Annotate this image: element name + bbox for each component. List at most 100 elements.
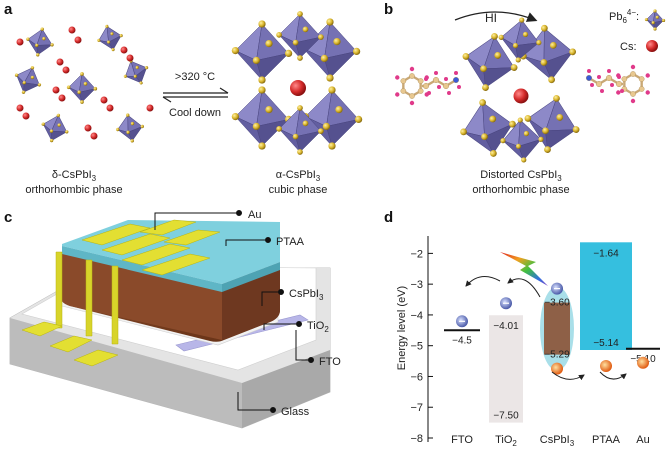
carbon-atom: [400, 88, 407, 94]
distorted-title: Distorted CsPbI3: [480, 169, 562, 183]
iodide-atom: [231, 46, 240, 55]
iodide-atom: [123, 74, 128, 78]
y-tick-label: −5: [410, 341, 423, 353]
y-tick-label: −3: [410, 279, 423, 291]
y-axis-ticks: −2−3−4−5−6−7−8: [410, 248, 433, 445]
iodide-atom: [302, 120, 309, 127]
hydrogen-atom: [597, 75, 601, 79]
hydrogen-atom: [616, 90, 621, 95]
iodide-atom: [258, 76, 266, 84]
category-label: FTO: [451, 434, 473, 446]
iodide-atom: [335, 105, 343, 114]
label-cspbi3: CsPbI3: [289, 288, 324, 302]
iodide-atom: [105, 24, 109, 29]
iodide-atom: [541, 24, 548, 32]
iodide-atom: [489, 115, 497, 123]
carbon-atom: [596, 80, 603, 87]
cesium-atom: [16, 104, 24, 112]
iodide-atom: [292, 133, 299, 140]
iodide-atom: [297, 105, 303, 111]
iodide-atom: [97, 38, 101, 42]
iodide-atom: [556, 114, 564, 121]
iodide-atom: [258, 20, 266, 28]
iodide-atom: [252, 56, 261, 65]
category-label: TiO2: [495, 434, 517, 448]
hi-label: HI: [485, 11, 497, 25]
iodide-atom: [328, 142, 336, 150]
iodide-atom: [116, 127, 120, 132]
iodide-atom: [40, 27, 44, 31]
iodide-atom: [36, 53, 40, 57]
y-tick-label: −6: [410, 371, 423, 383]
iodide-atom: [524, 115, 532, 122]
hydrogen-atom: [395, 75, 400, 80]
iodide-atom: [519, 17, 525, 23]
carbon-atom: [417, 88, 424, 94]
iodide-atom: [651, 21, 655, 25]
hydrogen-atom: [600, 89, 604, 93]
iodide-atom: [521, 157, 527, 163]
delta-title: δ-CsPbI3: [52, 169, 97, 183]
cool-down-label: Cool down: [169, 107, 221, 119]
iodide-atom: [26, 37, 30, 41]
alpha-phase: cubic phase: [269, 184, 328, 196]
iodide-atom: [22, 81, 26, 85]
panel-letter-d: d: [384, 209, 393, 226]
iodide-atom: [661, 18, 666, 23]
hydrogen-atom: [395, 92, 400, 97]
y-axis-label: Energy level (eV): [396, 286, 408, 370]
iodide-atom: [258, 86, 266, 94]
pbi6-octahedron: [462, 33, 518, 91]
iodide-atom: [140, 124, 144, 129]
iodide-atom: [119, 34, 123, 38]
iodide-atom: [326, 18, 334, 26]
carbon-atom: [616, 80, 623, 87]
hydrogen-atom: [607, 69, 611, 73]
iodide-atom: [320, 54, 329, 63]
iodide-atom: [653, 9, 657, 13]
iodide-atom: [265, 105, 273, 114]
legend-cs-label: Cs:: [620, 41, 637, 53]
iodide-atom: [333, 37, 341, 46]
cesium-atom: [16, 38, 24, 46]
iodide-atom: [500, 138, 506, 144]
energy-level-label: −4.5: [452, 335, 472, 346]
energy-bands: −4.5−4.01−7.50−3.60−5.29−1.64−5.14−5.10: [444, 242, 660, 423]
iodide-atom: [653, 27, 657, 31]
panel-letter-a: a: [4, 1, 13, 18]
alpha-cspbi3-structure: [231, 11, 363, 155]
iodide-atom: [318, 34, 324, 40]
iodide-atom: [297, 55, 303, 61]
layer-label-leaders: [154, 210, 314, 413]
carbon-atom: [638, 86, 645, 92]
pbi6-octahedron: [301, 86, 363, 150]
hydrogen-atom: [409, 66, 415, 72]
category-label: Au: [636, 434, 649, 446]
cesium-atom: [513, 88, 529, 104]
iodide-atom: [544, 146, 551, 153]
hydrogen-atom: [457, 85, 461, 89]
organic-molecule-right: [586, 64, 650, 104]
hole-transfer-arrow-2: [599, 371, 627, 380]
iodide-atom: [498, 34, 504, 40]
hole-transfer-arrow-1: [551, 371, 585, 381]
iodide-atom: [318, 128, 324, 134]
label-tio2: TiO2: [307, 320, 329, 334]
iodide-atom: [265, 39, 273, 48]
hole-icon: [551, 362, 563, 375]
cesium-atom: [90, 132, 98, 140]
iodide-atom: [42, 37, 46, 41]
iodide-atom: [80, 100, 84, 104]
iodide-atom: [460, 128, 467, 136]
iodide-atom: [65, 130, 69, 134]
y-tick-label: −7: [410, 402, 423, 414]
temperature-label: >320 °C: [175, 71, 215, 83]
hydrogen-atom: [434, 71, 438, 75]
iodide-atom: [130, 139, 134, 143]
cesium-atom: [120, 46, 128, 54]
hydrogen-atom: [447, 91, 451, 95]
distorted-phase: orthorhombic phase: [472, 184, 569, 196]
iodide-atom: [352, 47, 361, 56]
